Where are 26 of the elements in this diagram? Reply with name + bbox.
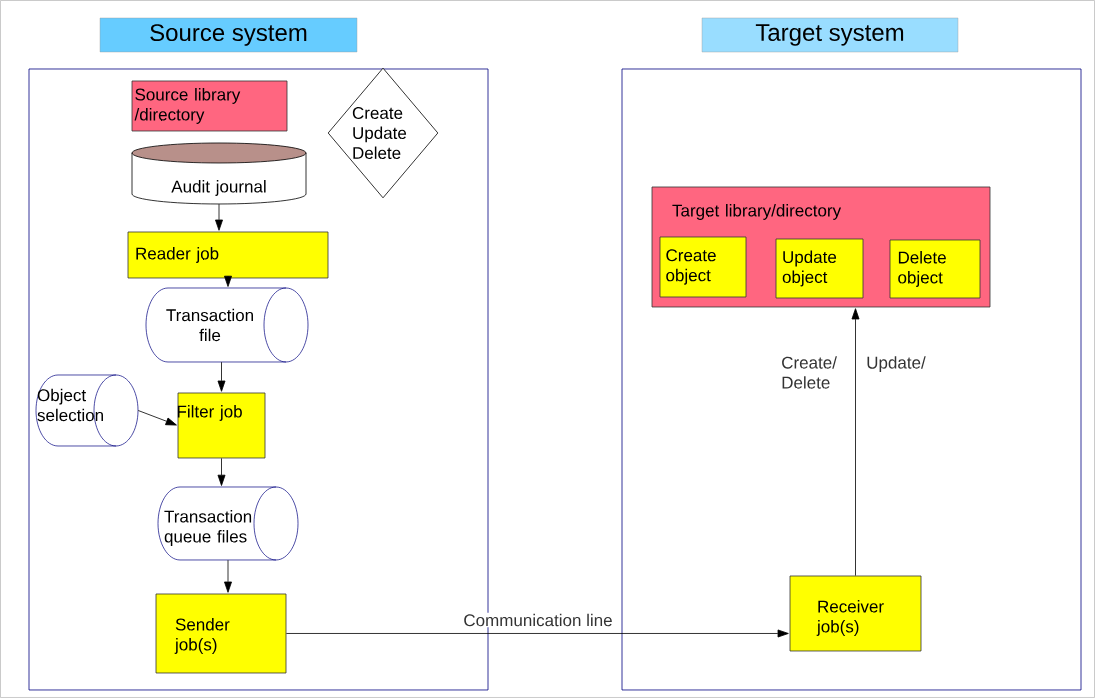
flow-label: Update/ [867, 356, 926, 373]
edge-label: Communication line [462, 612, 614, 628]
process-box: Delete object [889, 239, 981, 299]
storage-drum: Object selection [35, 374, 139, 447]
process-box: Reader job [127, 231, 329, 279]
storage-drum: Transaction queue files [157, 486, 299, 561]
panel-heading: Target system [701, 17, 959, 53]
arrow [224, 275, 232, 287]
process-box: Create object [659, 236, 747, 298]
arrow [851, 308, 860, 576]
arrow [217, 361, 226, 392]
arrow [286, 629, 789, 638]
process-box: Source library /directory [131, 80, 288, 132]
process-box: Sender job(s) [155, 593, 287, 674]
flow-label: Create/ Delete [782, 356, 837, 389]
arrow [224, 559, 232, 593]
database-cylinder: Audit journal [131, 142, 307, 205]
process-box: Receiver job(s) [789, 575, 922, 652]
process-box: Filter job [177, 392, 266, 459]
storage-drum: Transaction file [145, 287, 309, 363]
system-panel [621, 17, 1082, 691]
arrow [217, 458, 226, 486]
arrow [137, 410, 177, 426]
process-box: Update object [775, 238, 864, 299]
panel-heading: Source system [99, 17, 358, 53]
arrow [215, 203, 223, 231]
